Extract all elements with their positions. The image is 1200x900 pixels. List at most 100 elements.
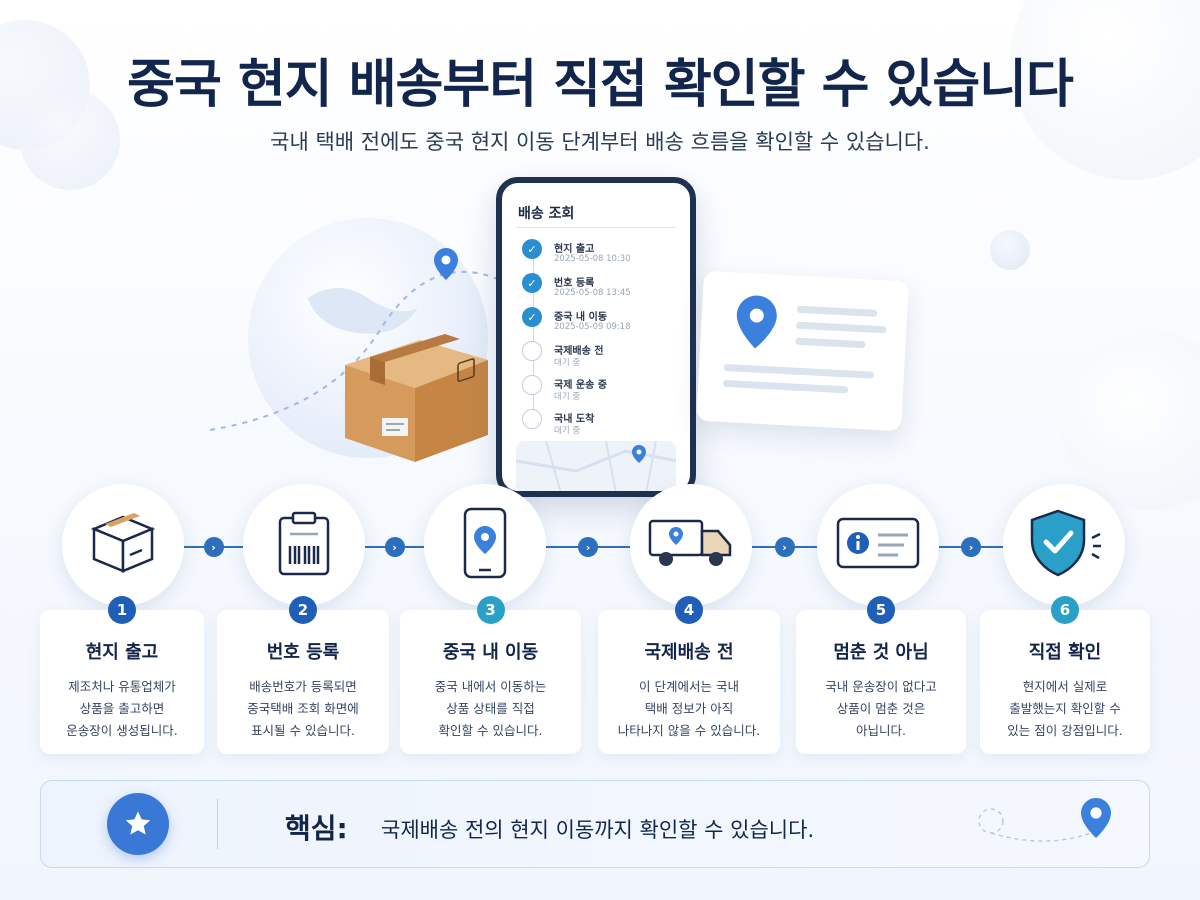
clipboard-barcode-icon [276, 510, 332, 580]
step-icon-circle [630, 484, 752, 606]
step-icon-circle [243, 484, 365, 606]
step-title: 중국 내 이동 [442, 642, 539, 663]
step-description-line: 제조처나 유통업체가 [68, 679, 176, 694]
step-description-line: 확인할 수 있습니다. [438, 723, 543, 738]
check-circle-icon: ✓ [522, 273, 542, 293]
location-info-card [696, 270, 909, 432]
chevron-right-icon: › [384, 537, 405, 557]
page-title: 중국 현지 배송부터 직접 확인할 수 있습니다 [127, 55, 1074, 115]
timeline-line [533, 245, 534, 425]
step-description-line: 출발했는지 확인할 수 [1009, 701, 1121, 716]
box-icon [90, 513, 156, 577]
step-description-line: 이 단계에서는 국내 [639, 679, 739, 694]
step-description-line: 운송장이 생성됩니다. [66, 723, 178, 738]
step-description-line: 중국 내에서 이동하는 [434, 679, 547, 694]
step-description-line: 현지에서 실제로 [1022, 679, 1108, 694]
shield-check-icon [1024, 508, 1104, 582]
chevron-right-icon: › [774, 537, 795, 557]
step-description-line: 택배 정보가 아직 [644, 701, 734, 716]
location-pin-icon [1081, 797, 1111, 843]
step-title: 국제배송 전 [644, 642, 734, 663]
step-icon-circle [1003, 484, 1125, 606]
info-card-icon [836, 517, 920, 573]
step-description-line: 국내 운송장이 없다고 [825, 679, 937, 694]
timeline-step-time: 2025-05-08 13:45 [554, 288, 631, 298]
check-circle-icon: ✓ [522, 307, 542, 327]
page-subtitle: 국내 택배 전에도 중국 현지 이동 단계부터 배송 흐름을 확인할 수 있습니… [270, 130, 930, 154]
timeline-step-label: 번호 등록 [554, 278, 595, 289]
timeline-step-label: 국내 도착 [554, 414, 595, 425]
timeline-step-time: 대기 중 [554, 392, 581, 402]
step-title: 멈춘 것 아님 [833, 642, 929, 663]
step-number-badge: 5 [867, 596, 895, 624]
timeline-step-time: 2025-05-09 09:18 [554, 322, 631, 332]
step-description-line: 배송번호가 등록되면 [249, 679, 357, 694]
step-description-line: 중국택배 조회 화면에 [247, 701, 359, 716]
empty-circle-icon [522, 341, 542, 361]
step-number-badge: 3 [476, 596, 505, 624]
step-title: 현지 출고 [85, 642, 159, 663]
step-icon-circle [62, 484, 184, 606]
empty-circle-icon [522, 375, 542, 395]
step-description-line: 아닙니다. [856, 723, 906, 738]
step-number-badge: 4 [675, 596, 703, 624]
key-summary-banner: 핵심: 국제배송 전의 현지 이동까지 확인할 수 있습니다. [40, 780, 1150, 868]
step-number-badge: 1 [108, 596, 136, 624]
chevron-right-icon: › [961, 537, 981, 557]
step-title: 직접 확인 [1028, 642, 1102, 663]
key-label: 핵심: [285, 812, 348, 845]
phone-screen-title: 배송 조회 [518, 206, 575, 222]
truck-icon [648, 515, 734, 575]
map-thumbnail [516, 441, 676, 491]
route-dashed-line [210, 270, 501, 431]
timeline-step-time: 대기 중 [554, 358, 581, 368]
step-description-line: 있는 점이 강점입니다. [1007, 723, 1123, 738]
step-description-line: 상품 상태를 직접 [446, 701, 535, 716]
step-number-badge: 6 [1051, 596, 1079, 624]
decorative-bubble [1060, 330, 1200, 510]
step-title: 번호 등록 [266, 642, 340, 663]
key-text: 국제배송 전의 현지 이동까지 확인할 수 있습니다. [381, 818, 815, 842]
step-icon-circle [424, 484, 546, 606]
empty-circle-icon [522, 409, 542, 429]
location-pin-icon [434, 248, 458, 284]
timeline-step-time: 2025-05-08 10:30 [554, 254, 631, 264]
decorative-bubble [990, 230, 1030, 270]
timeline-step-label: 중국 내 이동 [554, 312, 607, 323]
package-box-illustration [340, 330, 490, 465]
step-description-line: 표시될 수 있습니다. [251, 723, 355, 738]
step-description-line: 상품을 출고하면 [79, 701, 165, 716]
timeline-step-time: 대기 중 [554, 426, 581, 436]
chevron-right-icon: › [203, 537, 224, 557]
timeline-step-label: 현지 출고 [554, 244, 595, 255]
check-circle-icon: ✓ [522, 239, 542, 259]
step-description-line: 나타나지 않을 수 있습니다. [617, 723, 761, 738]
divider [217, 799, 218, 849]
route-dashed-line [978, 808, 1102, 842]
phone-location-icon [462, 506, 508, 584]
step-description-line: 상품이 멈춘 것은 [836, 701, 926, 716]
step-number-badge: 2 [289, 596, 317, 624]
decorative-bubble [20, 90, 120, 190]
chevron-right-icon: › [578, 537, 598, 557]
divider [516, 227, 676, 228]
step-icon-circle [817, 484, 939, 606]
